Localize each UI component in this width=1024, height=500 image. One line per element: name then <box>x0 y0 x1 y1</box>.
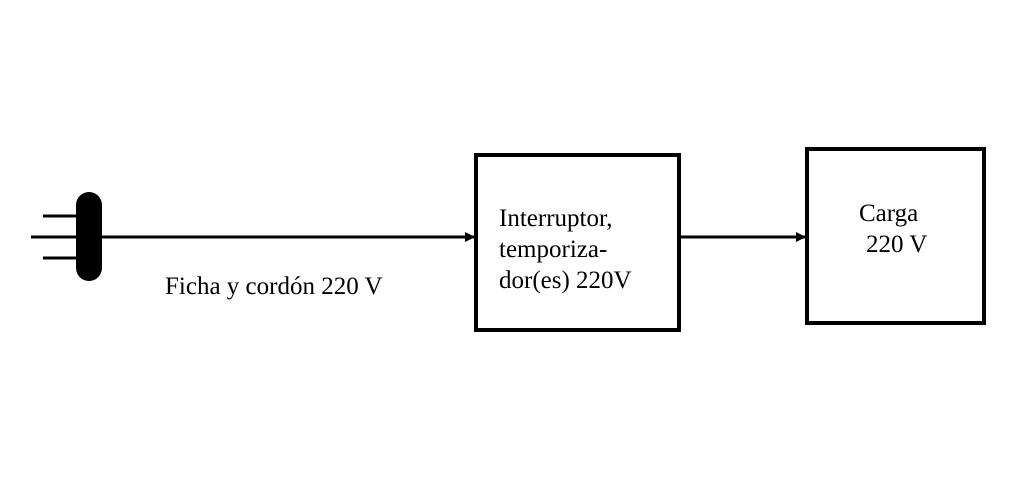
load-box <box>805 147 986 325</box>
plug-body <box>76 192 102 281</box>
cord-label: Ficha y cordón 220 V <box>165 273 383 300</box>
plug-icon <box>31 192 102 281</box>
switch-label-line-2: temporiza- <box>499 236 608 263</box>
load-label: Carga 220 V <box>859 198 927 260</box>
switch-timer-box <box>474 153 681 332</box>
switch-timer-label: Interruptor, temporiza- dor(es) 220V <box>499 203 632 296</box>
switch-label-line-1: Interruptor, <box>499 205 613 232</box>
switch-label-line-3: dor(es) 220V <box>499 267 632 294</box>
load-label-line-1: Carga <box>859 200 919 227</box>
load-label-line-2: 220 V <box>866 231 928 258</box>
